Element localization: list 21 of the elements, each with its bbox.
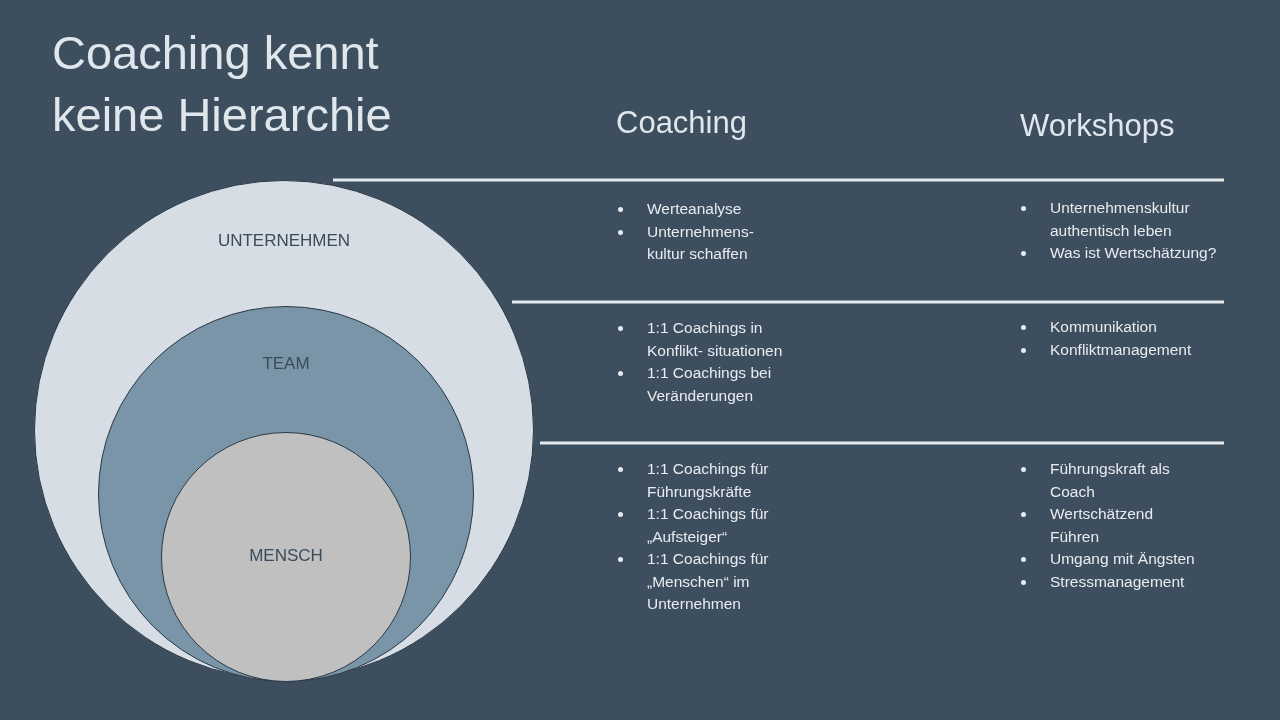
bullet-item: Umgang mit Ängsten	[1050, 548, 1202, 571]
column-heading: Workshops	[1020, 108, 1175, 144]
bullet-item: Kommunikation	[1050, 316, 1255, 339]
region-label: MENSCH	[248, 546, 324, 566]
bullet-item: 1:1 Coachings für Führungskräfte	[647, 458, 797, 503]
bullet-item: 1:1 Coachings in Konflikt- situationen	[647, 317, 797, 362]
bullet-item: Werteanalyse	[647, 198, 769, 221]
region-label: TEAM	[261, 354, 311, 374]
bullet-item: Was ist Wertschätzung?	[1050, 242, 1255, 265]
bullet-item: Unternehmens- kultur schaffen	[647, 220, 769, 266]
region-label: UNTERNEHMEN	[216, 231, 352, 251]
bullet-item: Führungskraft als Coach	[1050, 458, 1202, 503]
bullet-item: 1:1 Coachings für „Menschen“ im Unternehmen	[647, 548, 797, 616]
column-heading: Coaching	[616, 105, 747, 141]
bullet-item: 1:1 Coachings für „Aufsteiger“	[647, 503, 797, 548]
bullet-item: Stressmanagement	[1050, 570, 1202, 593]
slide-title: Coaching kennt keine Hierarchie	[52, 25, 393, 143]
bullet-item: Wertschätzend Führen	[1050, 503, 1202, 548]
bullet-item: Unternehmenskultur authentisch leben	[1050, 197, 1255, 242]
bullet-item: Konfliktmanagement	[1050, 338, 1255, 361]
bullet-item: 1:1 Coachings bei Veränderungen	[647, 362, 797, 407]
